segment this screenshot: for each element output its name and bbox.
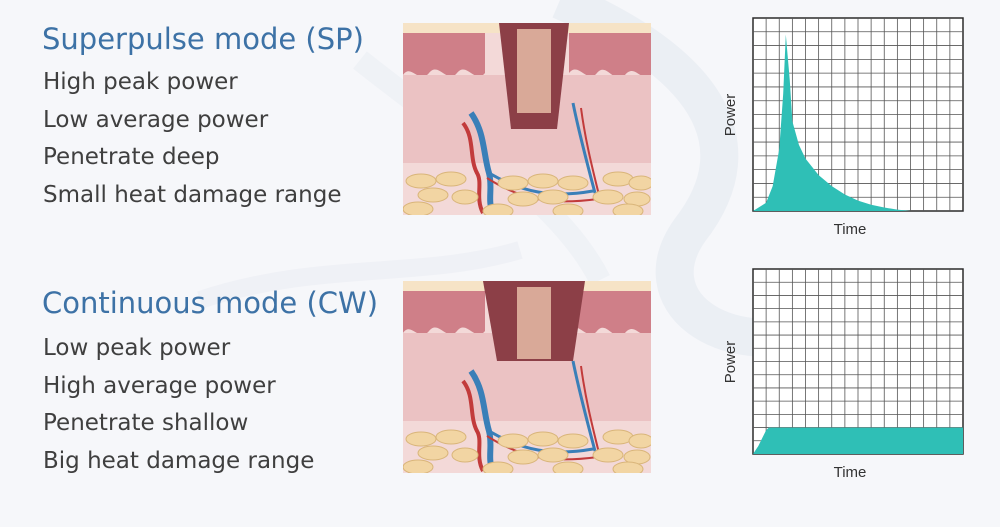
feature-item: Penetrate deep [43, 144, 220, 170]
x-axis-label: Time [834, 464, 867, 481]
feature-item: Small heat damage range [43, 181, 342, 208]
skin-cross-section-illustration [403, 281, 651, 473]
chart-grid [753, 269, 963, 454]
y-axis-label: Power [722, 341, 739, 384]
superpulse-features: High peak power Low average power Penetr… [43, 64, 341, 214]
power-area [753, 427, 963, 454]
skin-cross-section-illustration [403, 23, 651, 215]
superpulse-power-chart: Power Time [722, 17, 964, 238]
feature-item: Low peak power [43, 335, 231, 361]
continuous-power-chart: Power Time [722, 268, 964, 481]
y-axis-label: Power [722, 94, 739, 137]
superpulse-section: Superpulse mode (SP) High peak power Low… [0, 0, 1000, 263]
superpulse-title: Superpulse mode (SP) [42, 22, 364, 56]
feature-item: High peak power [43, 69, 238, 95]
feature-item: Penetrate shallow [43, 410, 249, 436]
continuous-title: Continuous mode (CW) [42, 286, 379, 320]
power-area [753, 34, 911, 211]
x-axis-label: Time [834, 221, 867, 238]
feature-item: Big heat damage range [43, 447, 315, 474]
feature-item: High average power [43, 372, 276, 399]
feature-item: Low average power [43, 106, 269, 133]
continuous-section: Continuous mode (CW) Low peak power High… [0, 264, 1000, 527]
continuous-features: Low peak power High average power Penetr… [43, 330, 314, 480]
